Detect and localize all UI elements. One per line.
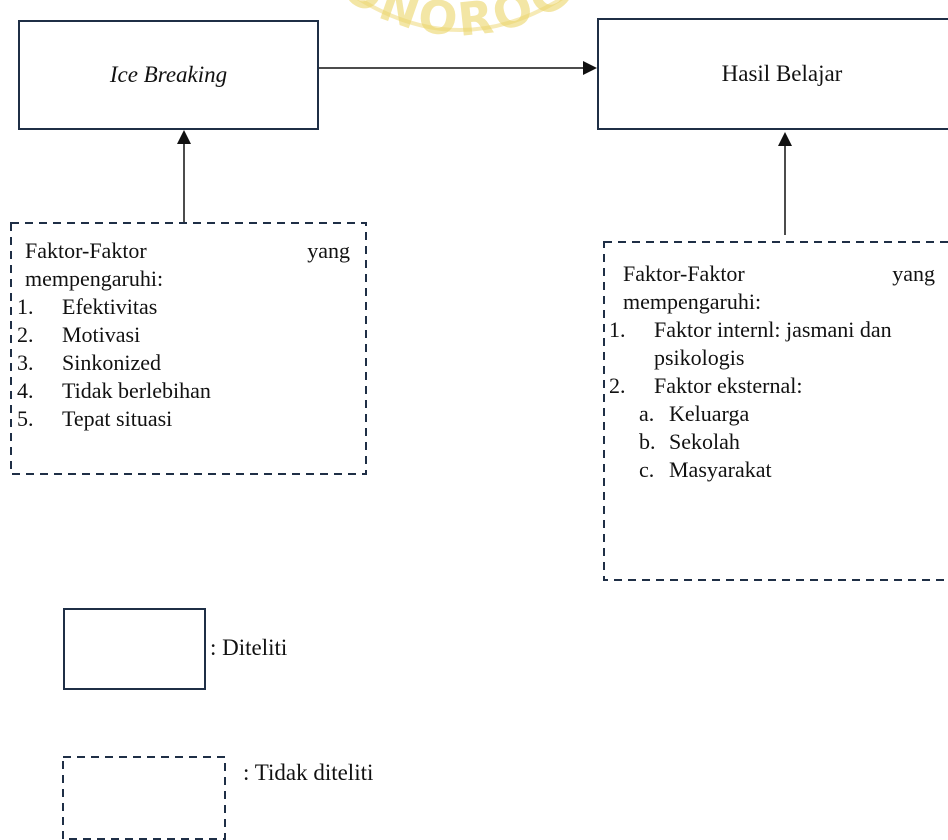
hasil-belajar-label: Hasil Belajar	[721, 61, 843, 86]
legend-solid-box	[63, 608, 206, 690]
arrowhead-up	[778, 132, 792, 146]
dashed-border	[62, 756, 226, 840]
factor-item: 4.Tidak berlebihan	[17, 378, 211, 403]
hasil-belajar-factors-text: Faktor-Faktor yang mempengaruhi: 1.Fakto…	[609, 260, 935, 484]
ice-breaking-factor-list: 1.Efektivitas 2.Motivasi 3.Sinkonized 4.…	[17, 293, 350, 433]
factor-item: 1.Efektivitas	[17, 294, 158, 319]
legend-solid-label: : Diteliti	[210, 635, 288, 660]
watermark-text: PONOROGO	[302, 0, 618, 47]
factors-intro-second: mempengaruhi:	[623, 289, 762, 314]
sub-factor-item: b.Sekolah	[639, 429, 740, 454]
factors-intro: Faktor-Faktor yang	[623, 260, 935, 288]
external-factor-sublist: a.Keluarga b.Sekolah c.Masyarakat	[639, 400, 935, 484]
ice-breaking-box: Ice Breaking	[18, 20, 319, 130]
factor-item: 2.Motivasi	[17, 322, 141, 347]
watermark-seal: PONOROGO	[302, 0, 618, 47]
factor-item: 5.Tepat situasi	[17, 406, 173, 431]
dashed-border	[10, 222, 367, 475]
factors-intro-right: yang	[307, 238, 350, 263]
factors-intro-left: Faktor-Faktor	[623, 261, 745, 286]
hasil-belajar-factors-box: Faktor-Faktor yang mempengaruhi: 1.Fakto…	[603, 241, 948, 581]
hasil-belajar-factor-list: 1.Faktor internl: jasmani dan psikologis…	[609, 316, 935, 400]
factors-intro-left: Faktor-Faktor	[25, 238, 147, 263]
factor-item: 2.Faktor eksternal:	[609, 373, 803, 398]
legend-dashed-box	[62, 756, 226, 840]
ice-breaking-label: Ice Breaking	[109, 62, 228, 87]
legend-dashed-label: : Tidak diteliti	[243, 760, 374, 785]
sub-factor-item: c.Masyarakat	[639, 457, 772, 482]
factor-item: 1.Faktor internl: jasmani dan psikologis	[609, 317, 892, 370]
sub-factor-item: a.Keluarga	[639, 401, 750, 426]
dashed-border	[603, 241, 948, 581]
factors-intro-second: mempengaruhi:	[25, 266, 164, 291]
factor-item: 3.Sinkonized	[17, 350, 161, 375]
factors-intro: Faktor-Faktor yang	[25, 237, 350, 265]
ice-breaking-factors-box: Faktor-Faktor yang mempengaruhi: 1.Efekt…	[10, 222, 367, 475]
hasil-belajar-box: Hasil Belajar	[597, 18, 948, 130]
ice-breaking-factors-text: Faktor-Faktor yang mempengaruhi: 1.Efekt…	[17, 237, 350, 433]
arrowhead-up	[177, 130, 191, 144]
factors-intro-right: yang	[892, 261, 935, 286]
